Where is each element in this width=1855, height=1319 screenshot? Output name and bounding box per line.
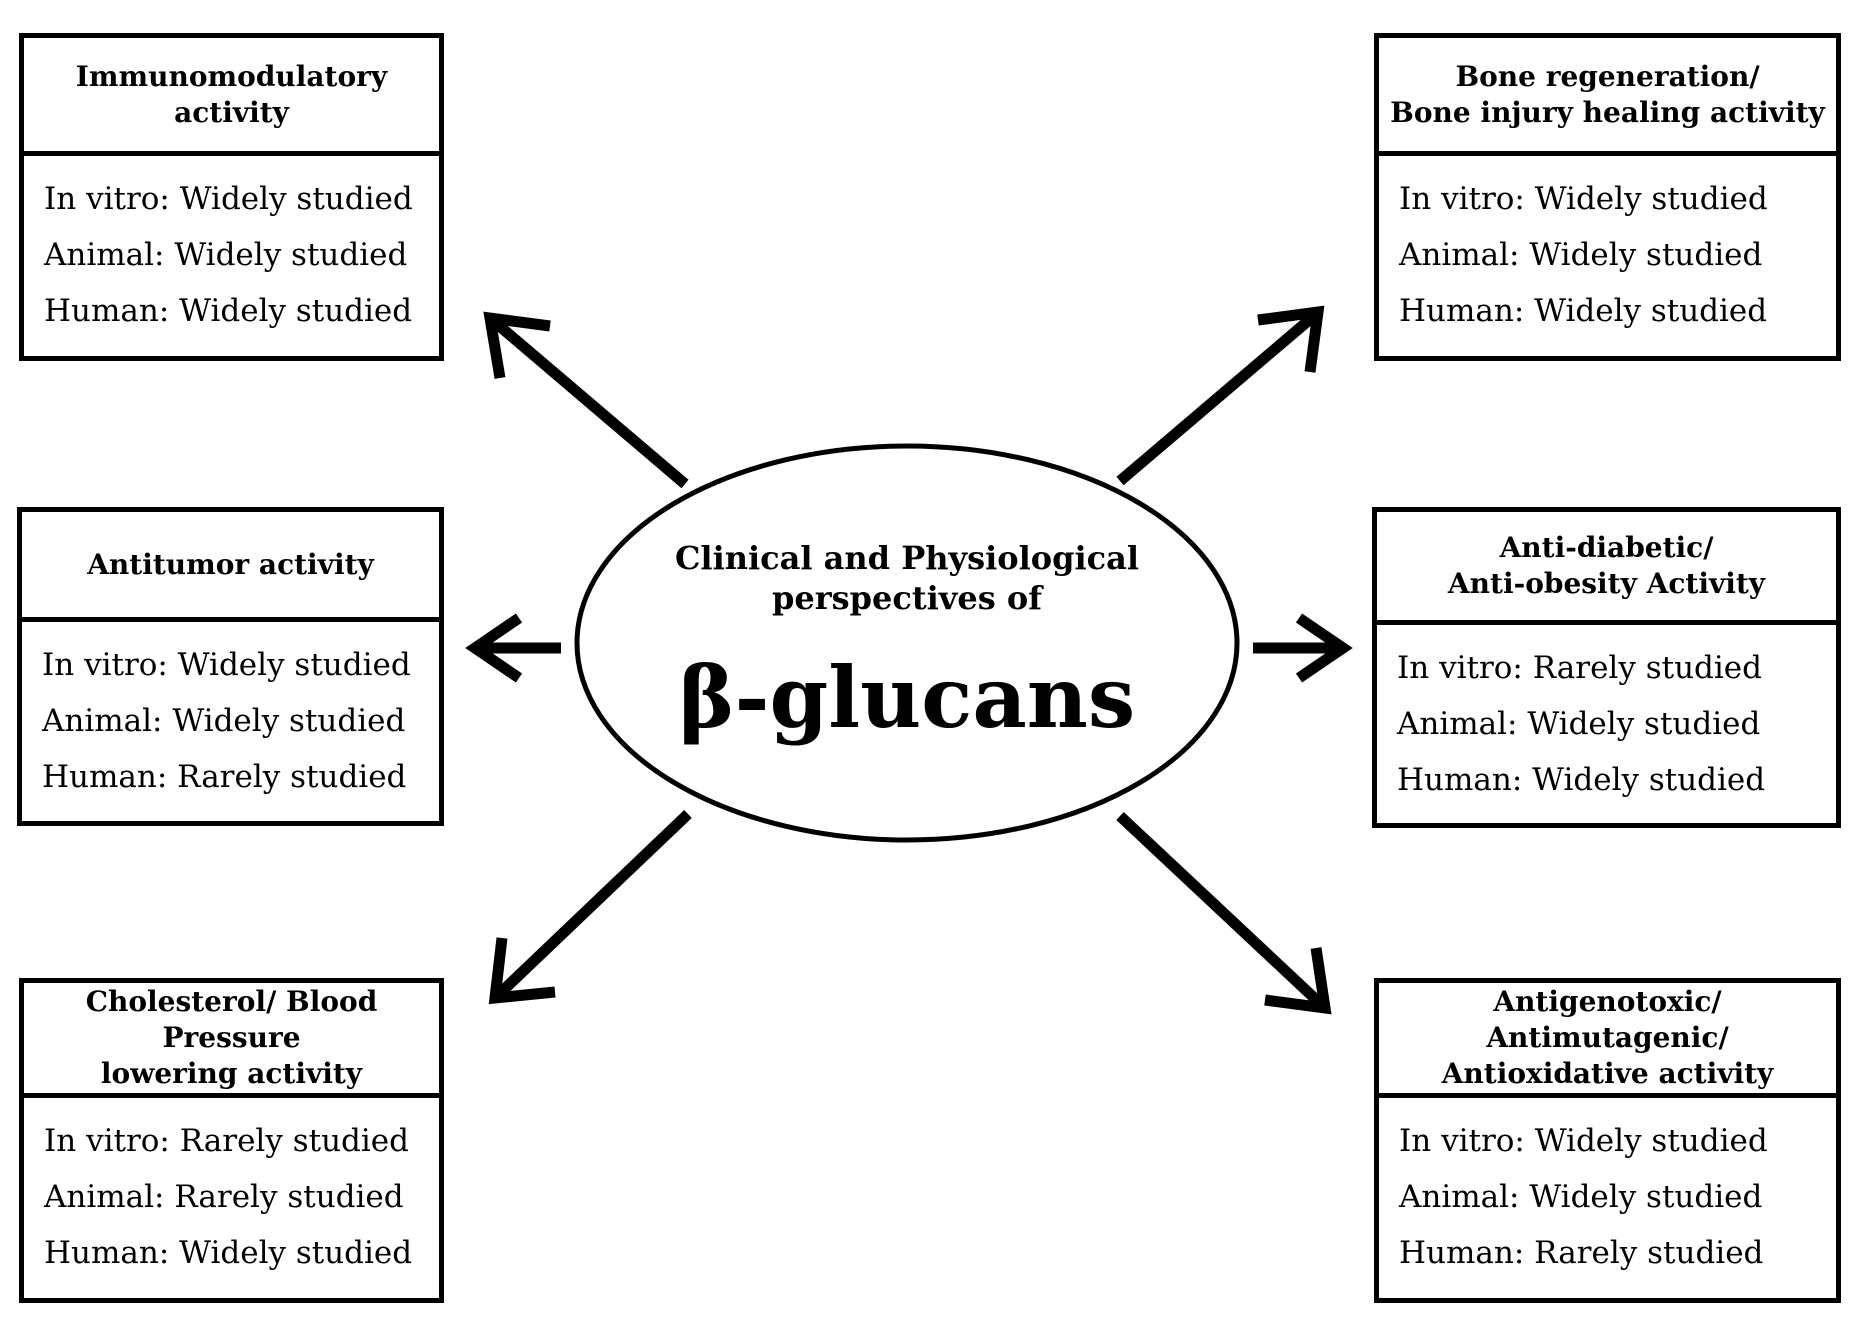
arrow-to-bone-regeneration — [1116, 305, 1325, 486]
box-body: In vitro: Rarely studied Animal: Rarely … — [24, 1098, 439, 1281]
box-header-line1: Antitumor activity — [87, 547, 374, 581]
center-ellipse — [574, 443, 1240, 843]
center-label: Clinical and Physiological perspectives … — [572, 443, 1242, 843]
human-status: Human: Rarely studied — [42, 759, 407, 795]
in-vitro-status: In vitro: Widely studied — [1399, 181, 1768, 217]
animal-status: Animal: Widely studied — [42, 703, 406, 739]
box-header: Anti-diabetic/ Anti-obesity Activity — [1377, 512, 1836, 625]
box-header: Cholesterol/ Blood Pressure lowering act… — [24, 983, 439, 1098]
animal-status: Animal: Widely studied — [44, 237, 408, 273]
human-status: Human: Widely studied — [1397, 762, 1766, 798]
animal-status: Animal: Widely studied — [1399, 237, 1763, 273]
box-header: Antitumor activity — [22, 512, 439, 622]
box-body: In vitro: Rarely studied Animal: Widely … — [1377, 625, 1836, 808]
arrow-to-anti-diabetic — [1253, 613, 1353, 683]
in-vitro-status: In vitro: Rarely studied — [44, 1123, 409, 1159]
arrow-to-antigenotoxic — [1116, 811, 1332, 1015]
box-header-line1: Anti-diabetic/ — [1499, 531, 1714, 564]
box-header: Antigenotoxic/ Antimutagenic/ Antioxidat… — [1379, 983, 1836, 1098]
center-subtitle: Clinical and Physiological perspectives … — [572, 538, 1242, 618]
box-header-line2: Antioxidative activity — [1441, 1057, 1774, 1090]
box-header-line1: Bone regeneration/ — [1455, 59, 1760, 93]
human-status: Human: Widely studied — [44, 293, 413, 329]
center-subtitle-line1: Clinical and Physiological — [674, 539, 1140, 577]
human-status: Human: Widely studied — [44, 1235, 413, 1271]
arrow-to-immunomodulatory — [483, 311, 689, 489]
box-header-line1: Cholesterol/ Blood Pressure — [85, 985, 378, 1054]
center-subtitle-line2: perspectives of — [772, 579, 1042, 617]
box-antigenotoxic: Antigenotoxic/ Antimutagenic/ Antioxidat… — [1374, 978, 1841, 1303]
box-body: In vitro: Widely studied Animal: Widely … — [22, 622, 439, 805]
box-bone-regeneration: Bone regeneration/ Bone injury healing a… — [1374, 33, 1841, 361]
animal-status: Animal: Widely studied — [1399, 1179, 1763, 1215]
human-status: Human: Widely studied — [1399, 293, 1768, 329]
arrow-to-antitumor — [465, 613, 561, 683]
box-antitumor: Antitumor activity In vitro: Widely stud… — [17, 507, 444, 826]
animal-status: Animal: Rarely studied — [44, 1179, 404, 1215]
in-vitro-status: In vitro: Widely studied — [42, 647, 411, 683]
in-vitro-status: In vitro: Widely studied — [44, 181, 413, 217]
in-vitro-status: In vitro: Rarely studied — [1397, 650, 1762, 686]
animal-status: Animal: Widely studied — [1397, 706, 1761, 742]
box-header-line2: Bone injury healing activity — [1390, 95, 1825, 129]
center-title: β-glucans — [678, 648, 1136, 747]
box-header-line2: lowering activity — [100, 1057, 363, 1090]
arrow-to-cholesterol — [488, 810, 692, 1005]
box-body: In vitro: Widely studied Animal: Widely … — [24, 156, 439, 339]
human-status: Human: Rarely studied — [1399, 1235, 1764, 1271]
box-header-line1: Antigenotoxic/ Antimutagenic/ — [1486, 985, 1729, 1054]
box-cholesterol: Cholesterol/ Blood Pressure lowering act… — [19, 978, 444, 1303]
in-vitro-status: In vitro: Widely studied — [1399, 1123, 1768, 1159]
box-immunomodulatory: Immunomodulatory activity In vitro: Wide… — [19, 33, 444, 361]
box-header: Immunomodulatory activity — [24, 38, 439, 156]
box-body: In vitro: Widely studied Animal: Widely … — [1379, 1098, 1836, 1281]
box-anti-diabetic: Anti-diabetic/ Anti-obesity Activity In … — [1372, 507, 1841, 828]
box-header-line1: Immunomodulatory activity — [75, 59, 388, 129]
box-header: Bone regeneration/ Bone injury healing a… — [1379, 38, 1836, 156]
box-body: In vitro: Widely studied Animal: Widely … — [1379, 156, 1836, 339]
box-header-line2: Anti-obesity Activity — [1447, 567, 1766, 600]
